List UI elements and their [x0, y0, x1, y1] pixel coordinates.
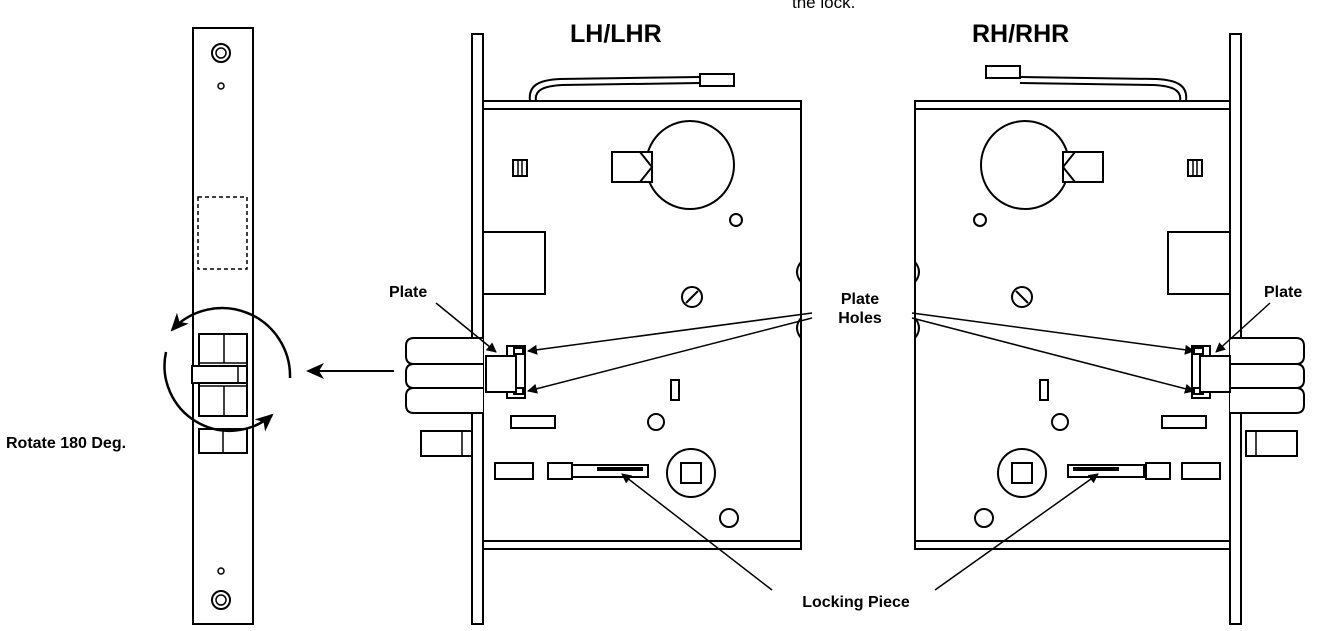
rotation-arrows: [163, 306, 292, 433]
faceplate-dashed-cutout: [197, 196, 248, 270]
plate-holes-label-line2: Holes: [838, 310, 882, 327]
lock-body-rh: [914, 33, 1242, 625]
top-note-text: the lock.: [792, 0, 855, 12]
locking-piece-rh: [1073, 467, 1119, 471]
plate-label-left: Plate: [389, 284, 427, 301]
latch-bolts-rh: [1199, 337, 1305, 457]
callout-lines: [435, 302, 1271, 591]
latch-bolts-lh: [405, 337, 517, 457]
locking-piece-label: Locking Piece: [802, 594, 910, 611]
lock-body-lh: [471, 33, 802, 625]
plate-holes-label-line1: Plate: [841, 291, 879, 308]
lh-lhr-header: LH/LHR: [570, 20, 662, 48]
rotate-label: Rotate 180 Deg.: [6, 435, 126, 452]
rh-rhr-header: RH/RHR: [972, 20, 1069, 48]
faceplate: [191, 27, 254, 625]
locking-piece-lh: [597, 467, 643, 471]
plate-label-right: Plate: [1264, 284, 1302, 301]
